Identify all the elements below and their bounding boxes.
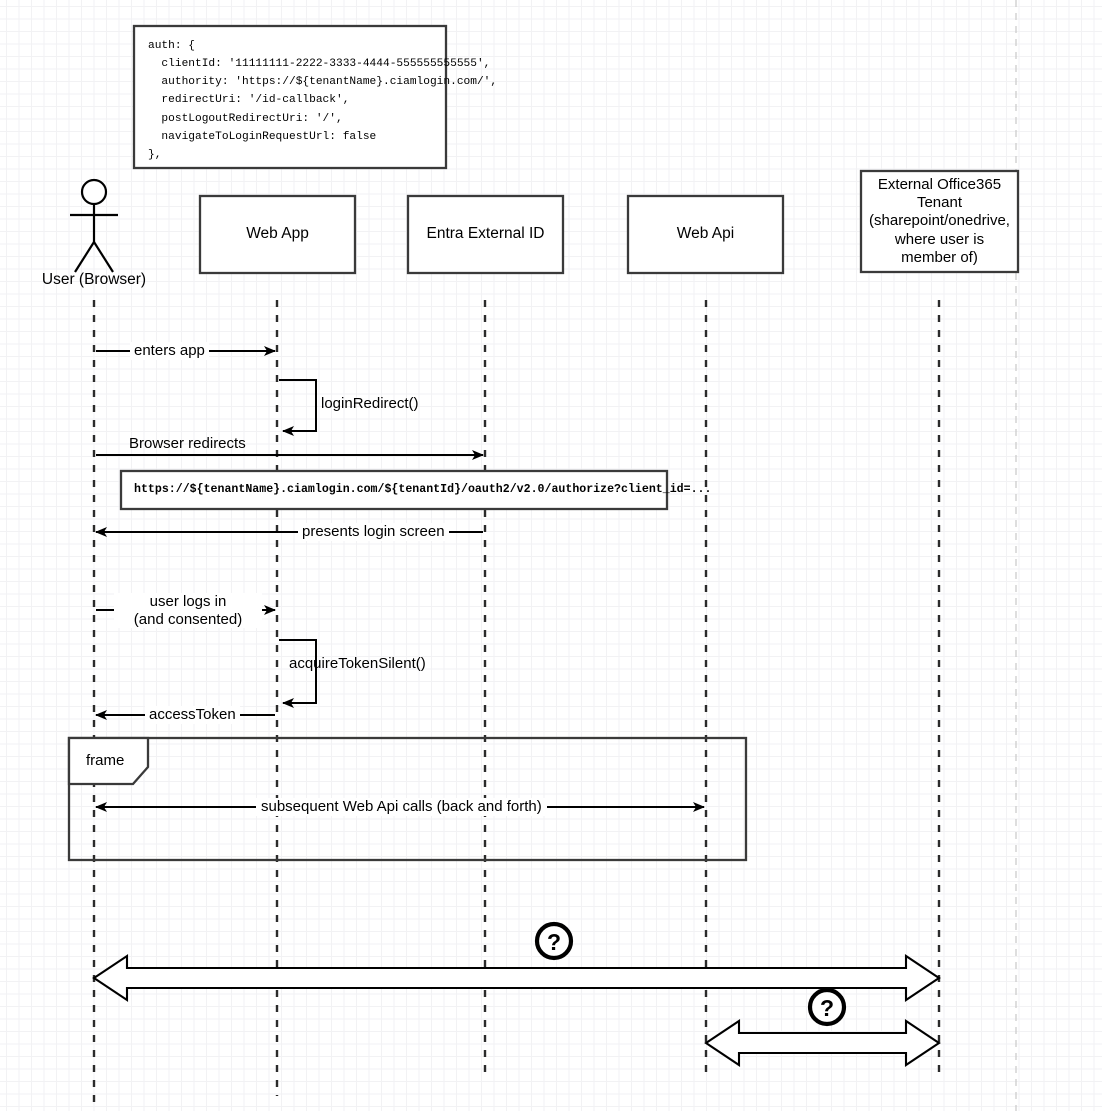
o365-line-3: (sharepoint/onedrive, [869,212,1010,230]
o365-line-5: member of) [901,248,978,266]
message-label-login-redirect: loginRedirect() [321,395,419,412]
message-label-enters-app: enters app [130,342,209,360]
o365-line-4: where user is [894,230,985,248]
actor-user-figure[interactable] [70,178,118,273]
block-arrow-user-o365[interactable] [92,954,941,1002]
svg-text:?: ? [820,995,834,1021]
participant-box-entra[interactable] [406,194,565,275]
participant-label-entra: Entra External ID [426,225,545,243]
note-authorize-url-text: https://${tenantName}.ciamlogin.com/${te… [134,483,712,496]
message-self-call-acquire-token-silent[interactable] [279,639,317,708]
block-arrow-webapi-o365[interactable] [704,1019,941,1067]
note-auth-config [132,24,448,170]
frame-tag-label: frame [86,752,125,769]
message-self-call-login-redirect[interactable] [279,379,317,436]
message-label-acquire-token-silent: acquireTokenSilent() [289,655,426,672]
participant-label-o365: External Office365 Tenant (sharepoint/on… [861,171,1018,272]
participant-label-user: User (Browser) [41,271,147,288]
message-label-access-token: accessToken [145,706,240,724]
question-mark-icon-1: ? [534,921,574,961]
frame-tag-shape [67,736,150,786]
participant-box-webapi[interactable] [626,194,785,275]
participant-label-webapi: Web Api [676,225,735,243]
participant-box-o365[interactable] [859,169,1020,274]
note-auth-config-text: auth: { clientId: '11111111-2222-3333-44… [148,40,498,161]
message-label-subsequent-webapi-calls: subsequent Web Api calls (back and forth… [256,798,547,816]
o365-line-2: Tenant [916,194,963,212]
svg-text:?: ? [547,929,561,955]
participant-label-webapp: Web App [246,225,309,243]
frame-box [67,736,748,862]
message-label-browser-redirects: Browser redirects [129,435,246,452]
question-mark-icon-2: ? [807,987,847,1027]
note-authorize-url [119,469,669,511]
message-label-presents-login-screen: presents login screen [298,523,449,541]
message-label-user-logs-in: user logs in (and consented) [114,593,262,629]
o365-line-1: External Office365 [877,175,1002,193]
participant-box-webapp[interactable] [198,194,357,275]
